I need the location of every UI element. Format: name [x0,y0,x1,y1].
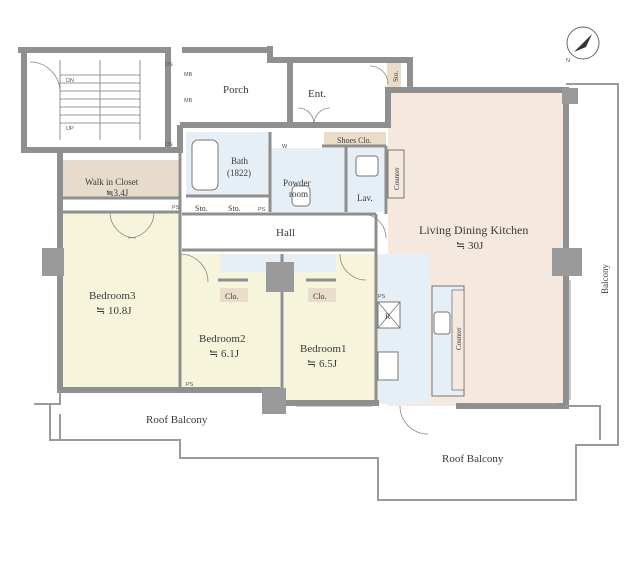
tag-w: W [282,144,288,150]
clo1-floor [220,288,248,302]
stove [377,351,399,381]
kitchen-sink [433,311,451,335]
label-ldk-size: ≒ 30J [456,240,484,252]
sto-top-floor [387,62,401,90]
label-walk-in: Walk in Closet [85,177,139,187]
label-powder: Powder [283,178,311,188]
counter-1 [387,149,405,199]
label-sto2: Sto. [228,204,241,213]
tag-ps3: PS [378,294,386,300]
label-sto1: Sto. [195,204,208,213]
tag-ds1: DS [165,62,173,68]
label-sto-top: Sto. [392,71,400,82]
column-2 [266,262,294,292]
svg-text:N: N [566,58,570,64]
walk-in-floor [62,160,180,198]
clo2-floor [308,288,336,302]
tag-mb1: MB [184,72,193,78]
tag-dn: DN [66,78,74,84]
door-swings [29,61,429,435]
counter-2 [451,289,465,391]
sink [355,155,379,177]
label-clo2: Clo. [313,292,327,301]
column-1 [42,248,64,276]
inner-walls [62,132,388,402]
bedroom1-floor [284,254,376,402]
column-4 [262,388,286,414]
label-hall: Hall [276,227,295,239]
bedroom3-floor [62,212,180,390]
label-roof-balcony-left: Roof Balcony [146,414,208,426]
tag-ps4: PS [186,382,194,388]
window-lines [80,110,571,407]
fridge-x2 [377,301,401,329]
label-shoes: Shoes Clo. [337,136,372,145]
balcony-outlines [34,83,619,501]
label-powder2: room [289,189,308,199]
bathtub [191,139,219,191]
tag-ds2: DS [165,142,173,148]
label-bath: Bath [231,156,248,166]
label-bedroom1: Bedroom1 [300,343,346,355]
column-5 [562,88,578,104]
label-bedroom2-size: ≒ 6.1J [209,348,240,360]
tag-mb2: MB [184,98,193,104]
column-3 [552,248,582,276]
kitchen-floor [376,254,430,404]
label-porch: Porch [223,84,249,96]
label-lav: Lav. [357,193,373,203]
label-balcony: Balcony [600,264,610,294]
toilet [291,185,311,207]
label-counter2: Counter [455,327,463,350]
label-bath-size: (1822) [227,168,251,178]
label-roof-balcony-bottom: Roof Balcony [442,453,504,465]
bedroom2-floor [180,254,280,390]
label-bedroom1-size: ≒ 6.5J [307,358,338,370]
shoes-floor [324,132,386,146]
tag-ps2: PS [258,207,266,213]
tag-ps1: PS [172,205,180,211]
label-fridge: R [385,312,391,321]
label-walk-in-size: ≒3.4J [106,188,129,198]
label-bedroom2: Bedroom2 [199,333,245,345]
compass-icon: N [566,26,600,64]
label-bedroom3-size: ≒ 10.8J [96,305,132,317]
label-ent: Ent. [308,88,326,100]
staircase [59,60,141,140]
label-ldk: Living Dining Kitchen [419,223,528,237]
label-bedroom3: Bedroom3 [89,290,136,302]
label-clo1: Clo. [225,292,239,301]
tag-up: UP [66,126,74,132]
label-counter1: Counter [393,167,401,190]
